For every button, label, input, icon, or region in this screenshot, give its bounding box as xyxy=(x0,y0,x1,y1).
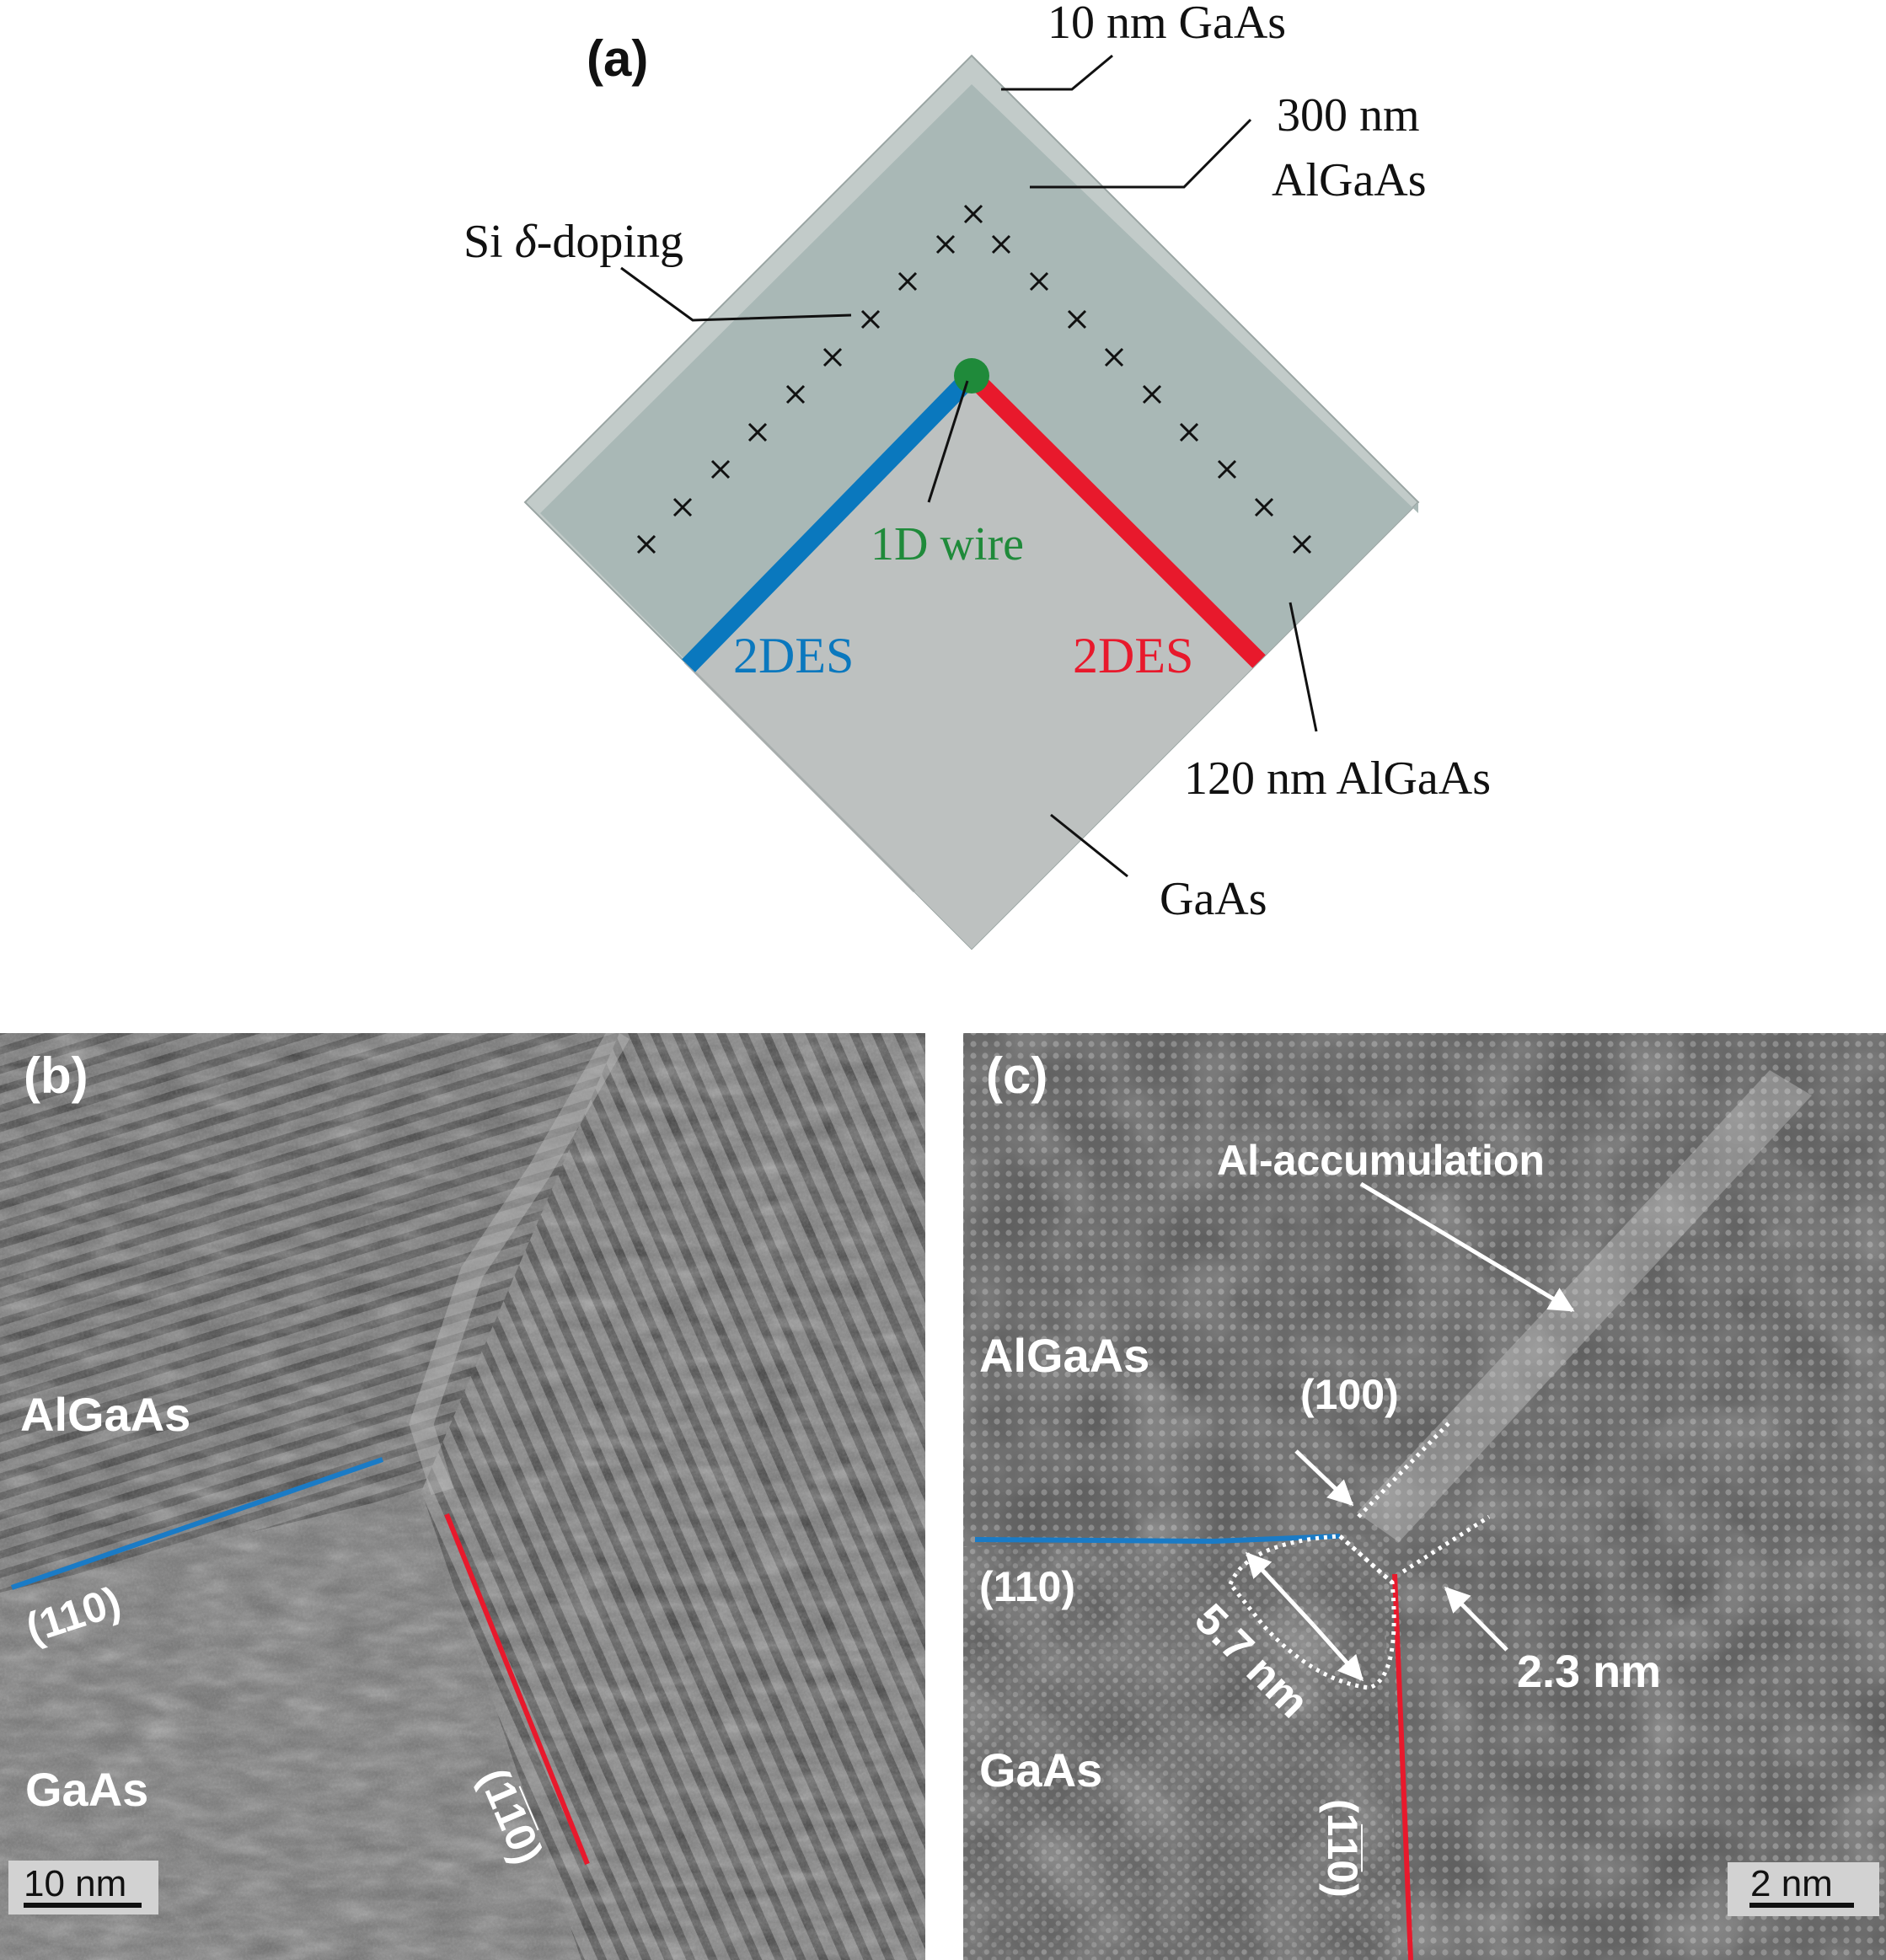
substrate-label: GaAs xyxy=(1160,873,1267,925)
substrate-edge xyxy=(683,661,916,893)
panel-b: (b) AlGaAs GaAs (110) (1̅1̅0) 10 nm xyxy=(0,1033,925,1960)
leader-lines-a xyxy=(620,54,1318,878)
barrier-label-line1: 300 nm xyxy=(1277,89,1420,142)
panel-c: (c) Al-accumulation AlGaAs (100) (110) 2… xyxy=(963,1033,1886,1960)
panel-a-label: (a) xyxy=(587,30,648,87)
panel-c-gaas-label: GaAs xyxy=(979,1743,1102,1797)
arrow-5-7nm-a xyxy=(1245,1551,1315,1626)
cap-layer-label: 10 nm GaAs xyxy=(1047,0,1286,49)
facet-line-110-b xyxy=(11,1457,383,1590)
tem-b-interface xyxy=(409,1033,630,1496)
barrier-label-line2: AlGaAs xyxy=(1272,154,1427,206)
leader-cap xyxy=(1001,54,1113,91)
leader-substrate xyxy=(1050,813,1128,878)
scale-bar-c xyxy=(1749,1903,1854,1908)
leader-doping xyxy=(620,266,852,322)
panel-b-algaas-label: AlGaAs xyxy=(20,1388,190,1441)
arrow-100-left xyxy=(1294,1449,1354,1507)
width-label-2-3nm: 2.3 nm xyxy=(1517,1647,1661,1697)
arrows-c xyxy=(1245,1181,1575,1682)
panel-c-label: (c) xyxy=(986,1047,1047,1104)
dotted-island-outline xyxy=(1228,1534,1396,1690)
dotted-line-100-right xyxy=(1401,1514,1491,1574)
panel-c-algaas-label: AlGaAs xyxy=(979,1329,1149,1382)
leader-barrier xyxy=(1030,118,1252,189)
doping-label: Si δ-doping xyxy=(463,216,683,268)
al-accumulation-label: Al-accumulation xyxy=(1217,1137,1545,1184)
scale-bar-label-b: 10 nm xyxy=(24,1863,126,1904)
dotted-outlines xyxy=(1228,1421,1491,1690)
2des-right-label: 2DES xyxy=(1073,628,1193,683)
spacer-label: 120 nm AlGaAs xyxy=(1184,752,1491,805)
1d-wire-label: 1D wire xyxy=(871,518,1024,570)
dotted-line-100-edge xyxy=(1338,1534,1394,1584)
2des-left-stripe xyxy=(682,369,978,672)
tem-c-texture xyxy=(963,1033,1886,1960)
scale-bar-label-c: 2 nm xyxy=(1750,1863,1833,1904)
facet-line-110-c xyxy=(974,1534,1341,1545)
panel-a: (a) 10 nm GaAs 300 nm AlGaAs Si δ-doping… xyxy=(463,0,1491,951)
arrow-5-7nm-b xyxy=(1311,1623,1364,1682)
arrow-2-3nm xyxy=(1444,1586,1508,1652)
facet-label-1-10-c: (1̅1̅0) xyxy=(1319,1799,1366,1898)
arrow-al-accumulation xyxy=(1359,1181,1575,1313)
panel-b-label: (b) xyxy=(24,1047,88,1104)
tem-b-grain xyxy=(0,1033,925,1960)
scale-bar-b xyxy=(24,1903,142,1908)
leader-spacer xyxy=(1289,602,1318,732)
facet-label-110-c: (110) xyxy=(979,1563,1075,1610)
facet-line-1-10-b xyxy=(444,1513,590,1866)
2des-left-label: 2DES xyxy=(733,628,854,683)
leader-wire xyxy=(927,380,969,503)
facet-label-100-c: (100) xyxy=(1300,1371,1399,1418)
delta-doping-crosses xyxy=(636,204,1312,554)
2des-right-stripe xyxy=(965,369,1266,668)
al-accumulation-band xyxy=(1357,1070,1812,1542)
panel-b-gaas-label: GaAs xyxy=(25,1763,148,1816)
facet-line-1-10-c xyxy=(1392,1573,1413,1960)
1d-wire-dot xyxy=(954,358,989,394)
